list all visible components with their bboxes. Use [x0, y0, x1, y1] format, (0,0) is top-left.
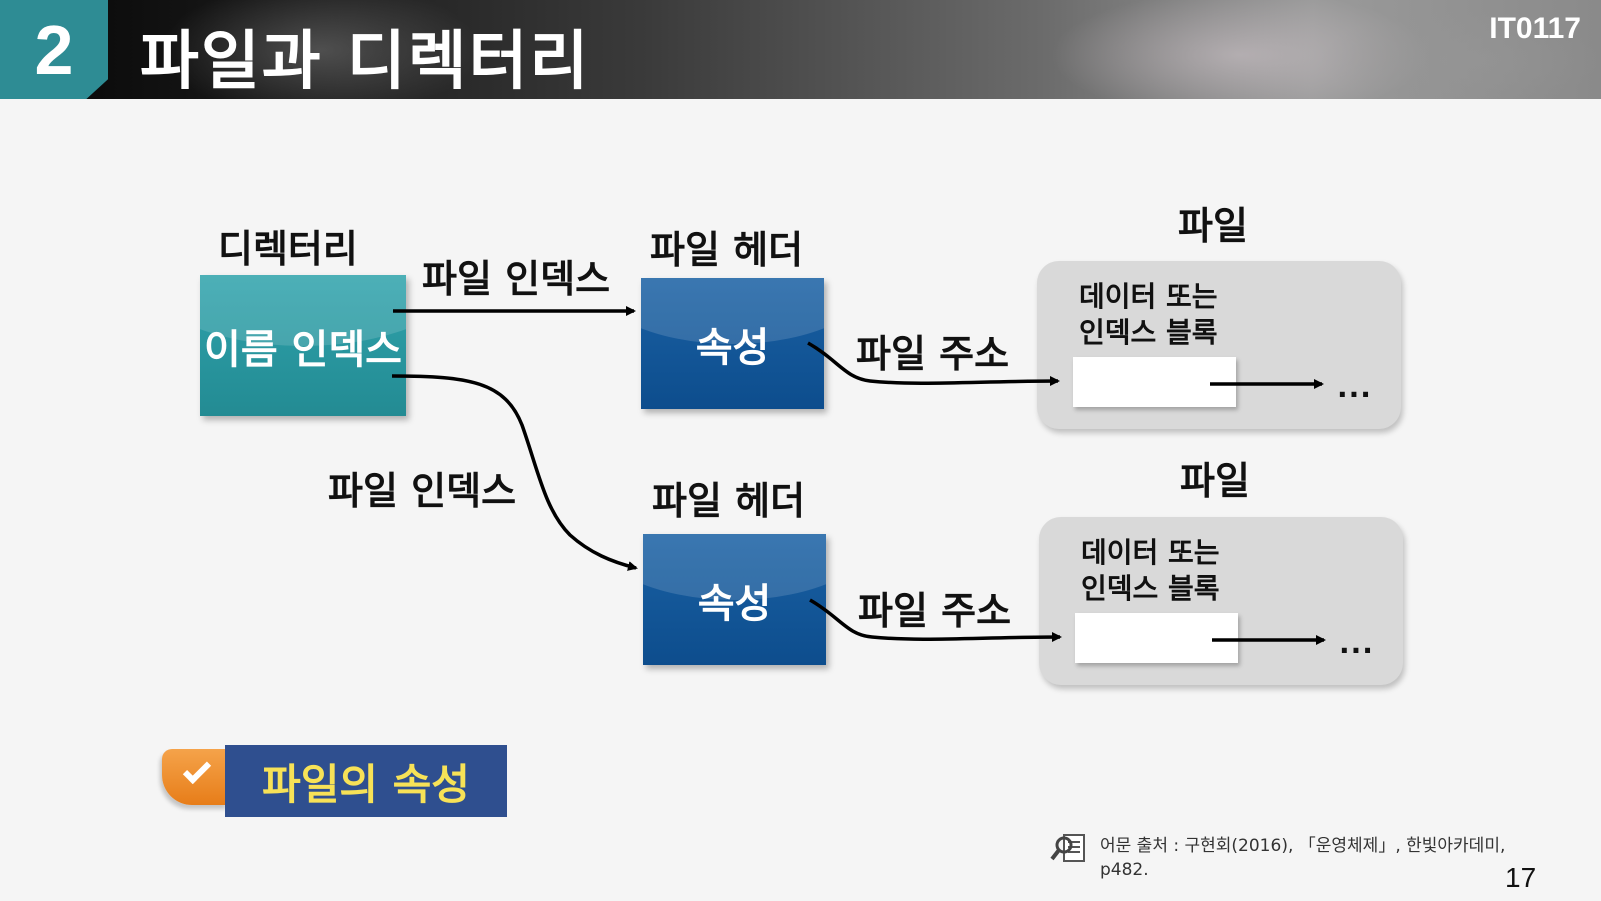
section-badge-text: 파일의 속성 — [262, 759, 470, 809]
attribute-box-bottom: 속성 — [643, 534, 826, 665]
banner-background-blur — [1320, 10, 1600, 99]
file-desc-top-line2: 인덱스 블록 — [1079, 316, 1218, 349]
source-citation-line2: p482. — [1100, 860, 1149, 880]
file-desc-top: 데이터 또는 인덱스 블록 — [1079, 279, 1218, 351]
data-block-bottom — [1075, 613, 1238, 663]
file-panel-top: 데이터 또는 인덱스 블록 ... — [1037, 261, 1401, 429]
name-index-box: 이름 인덱스 — [200, 275, 406, 416]
section-badge: 파일의 속성 — [225, 745, 507, 817]
attribute-box-top-label: 속성 — [695, 324, 770, 371]
ellipsis-top: ... — [1337, 371, 1372, 404]
attribute-box-bottom-label: 속성 — [697, 580, 772, 627]
page-title: 파일과 디렉터리 — [140, 25, 591, 99]
file-desc-bottom-line1: 데이터 또는 — [1081, 536, 1220, 569]
file-header-label-top: 파일 헤더 — [650, 228, 804, 272]
badge-tab — [162, 749, 228, 805]
attribute-box-top: 속성 — [641, 278, 824, 409]
file-address-label-top: 파일 주소 — [856, 332, 1010, 376]
course-code: IT0117 — [1489, 12, 1581, 45]
file-index-label-bottom: 파일 인덱스 — [328, 469, 517, 513]
page-number: 17 — [1505, 862, 1537, 893]
magnifier-document-icon — [1050, 834, 1085, 862]
file-label-top: 파일 — [1178, 204, 1248, 248]
file-desc-bottom-line2: 인덱스 블록 — [1081, 572, 1220, 605]
file-panel-bottom: 데이터 또는 인덱스 블록 ... — [1039, 517, 1403, 685]
chapter-number-box — [0, 0, 108, 99]
file-label-bottom: 파일 — [1180, 459, 1250, 503]
data-block-top — [1073, 357, 1236, 407]
ellipsis-bottom: ... — [1339, 627, 1374, 660]
file-index-label-top: 파일 인덱스 — [422, 257, 611, 301]
name-index-box-label: 이름 인덱스 — [204, 326, 402, 373]
file-header-label-bottom: 파일 헤더 — [652, 479, 806, 523]
file-desc-top-line1: 데이터 또는 — [1079, 280, 1218, 313]
banner-background-blur — [160, 0, 480, 99]
file-desc-bottom: 데이터 또는 인덱스 블록 — [1081, 535, 1220, 607]
source-citation-line1: 어문 출처 : 구현회(2016), 「운영체제」, 한빛아카데미, — [1100, 836, 1506, 856]
source-citation: 어문 출처 : 구현회(2016), 「운영체제」, 한빛아카데미, p482. — [1100, 834, 1505, 882]
check-icon — [182, 755, 212, 785]
chapter-number: 2 — [34, 10, 74, 89]
header-banner — [0, 0, 1601, 99]
file-address-label-bottom: 파일 주소 — [858, 589, 1012, 633]
directory-label: 디렉터리 — [218, 227, 358, 271]
